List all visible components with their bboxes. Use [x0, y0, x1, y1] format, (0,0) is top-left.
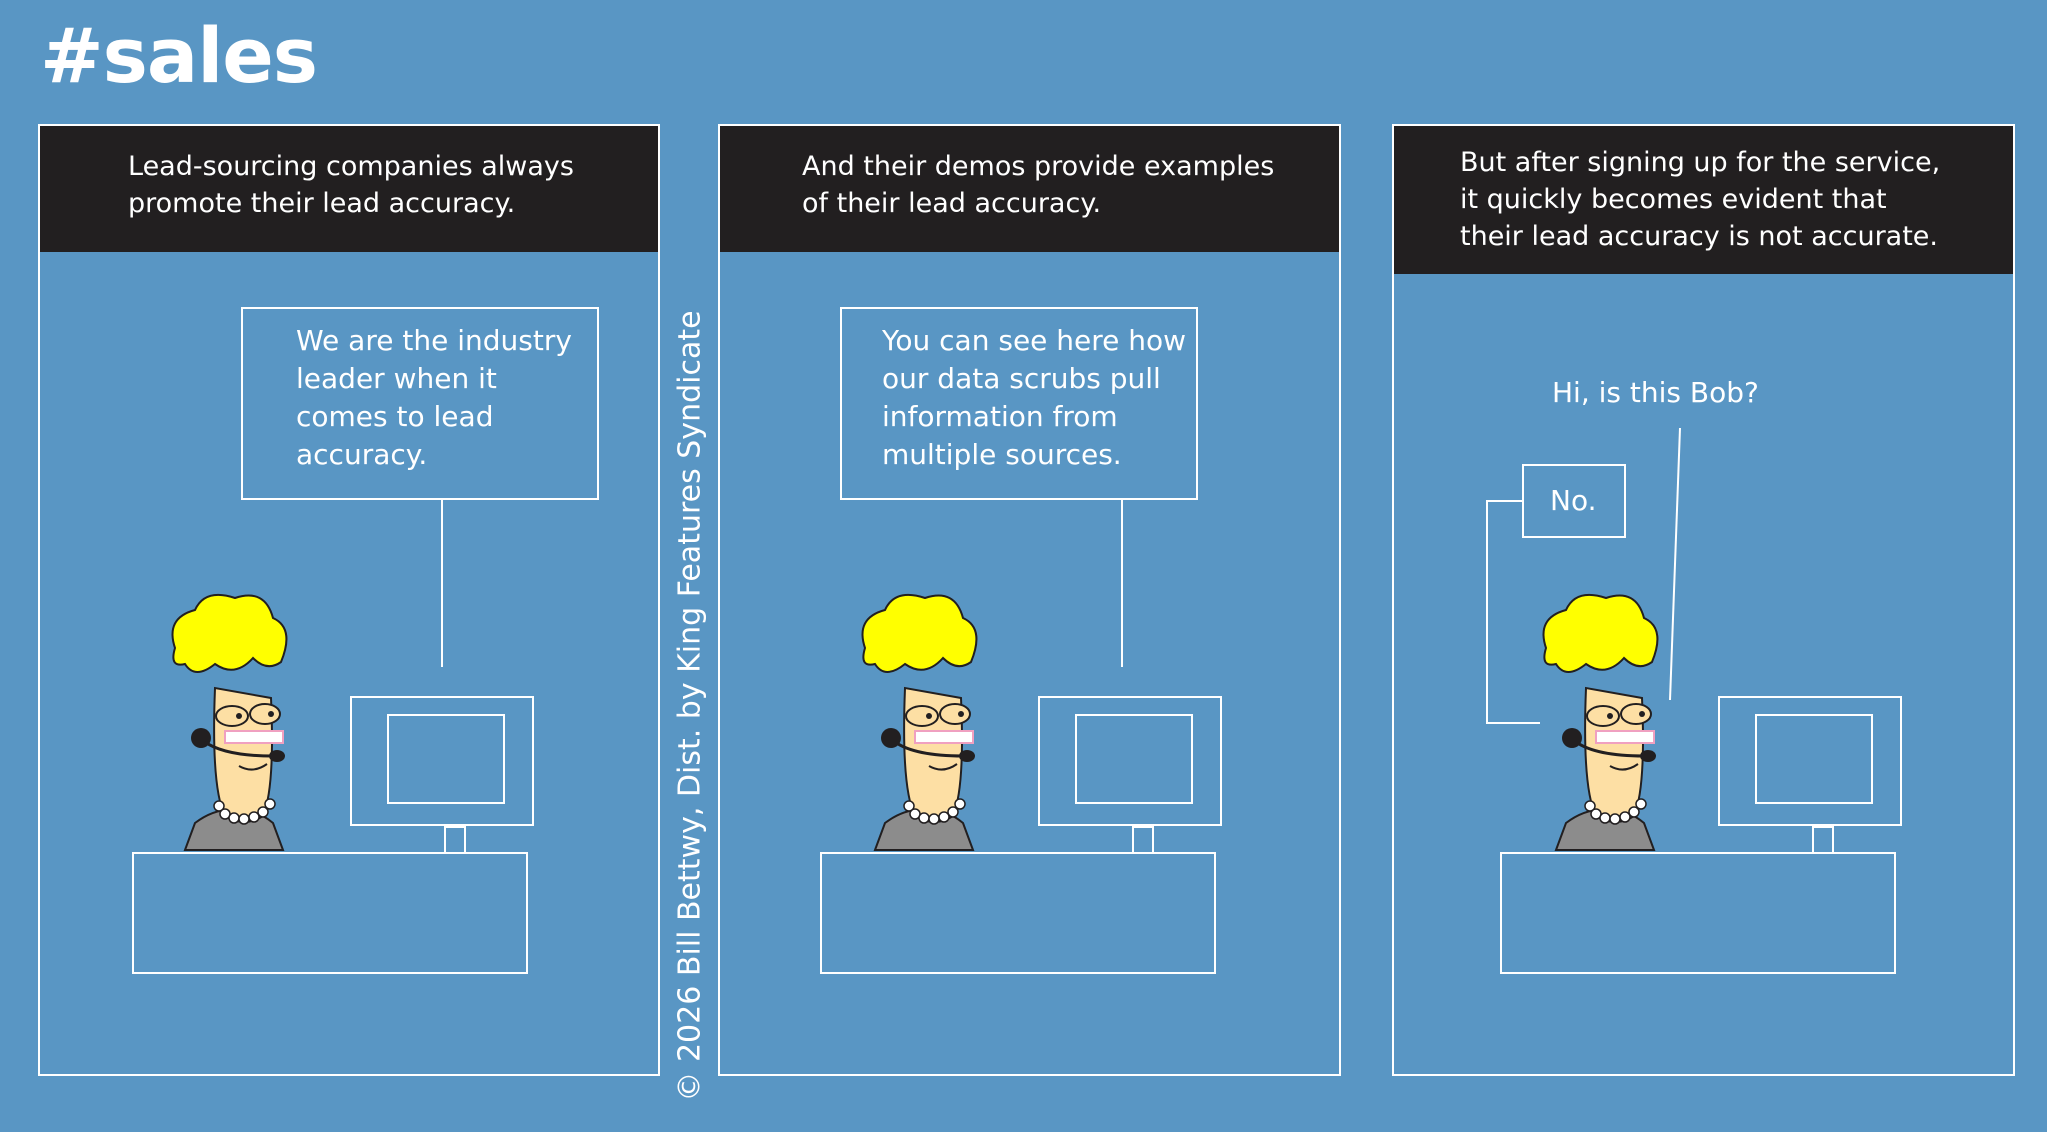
computer-monitor — [1038, 696, 1222, 826]
computer-monitor — [1718, 696, 1902, 826]
monitor-screen — [1755, 714, 1873, 804]
comic-panel-2: And their demos provide examples of thei… — [718, 124, 1341, 1076]
caption-panel-3: But after signing up for the service, it… — [1394, 126, 2013, 274]
speech-tail-caller — [1669, 427, 1681, 701]
monitor-stand — [1812, 826, 1834, 854]
comic-title: #sales — [40, 11, 318, 100]
comic-panel-1: Lead-sourcing companies always promote t… — [38, 124, 660, 1076]
speech-text-2: You can see here how our data scrubs pul… — [882, 324, 1187, 471]
speech-bubble-1 — [241, 307, 599, 500]
speech-tail-1 — [441, 500, 443, 667]
monitor-stand — [1132, 826, 1154, 854]
speech-text-caller: Hi, is this Bob? — [1552, 376, 1759, 409]
speech-tail-2 — [1121, 500, 1123, 667]
speech-text-1: We are the industry leader when it comes… — [296, 324, 572, 471]
computer-monitor — [350, 696, 534, 826]
caption-panel-2: And their demos provide examples of thei… — [720, 126, 1339, 252]
saleswoman-figure — [861, 594, 978, 851]
copyright-notice: © 2026 Bill Bettwy, Dist. by King Featur… — [672, 310, 708, 1102]
comic-panel-3: But after signing up for the service, it… — [1392, 124, 2015, 1076]
speech-bubble-phone — [1522, 464, 1626, 538]
desk — [1500, 852, 1896, 974]
speech-bubble-2 — [840, 307, 1198, 500]
saleswoman-figure — [171, 594, 288, 851]
desk — [132, 852, 528, 974]
desk — [820, 852, 1216, 974]
monitor-screen — [387, 714, 505, 804]
speech-tail-phone-bottom — [1486, 722, 1540, 724]
speech-tail-phone-vertical — [1486, 500, 1488, 722]
saleswoman-figure — [1542, 594, 1659, 851]
speech-tail-phone — [1486, 500, 1522, 502]
speech-text-phone: No. — [1550, 484, 1597, 517]
monitor-screen — [1075, 714, 1193, 804]
monitor-stand — [444, 826, 466, 854]
caption-panel-1: Lead-sourcing companies always promote t… — [40, 126, 658, 252]
